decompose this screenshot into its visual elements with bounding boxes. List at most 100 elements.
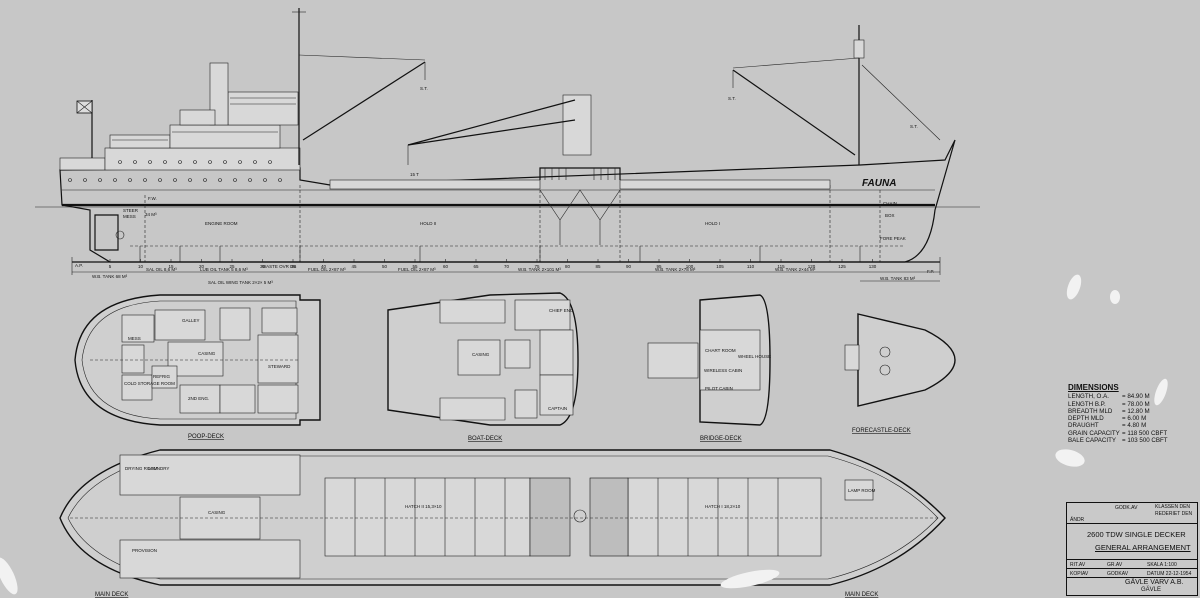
tank-label: FUEL OIL 2×87 M³: [308, 267, 346, 272]
dimension-row: LENGTH B.P.= 78.00 M: [1068, 401, 1188, 408]
dimension-key: BREADTH MLD: [1068, 407, 1113, 415]
room-label-wireless: WIRELESS CABIN: [704, 368, 742, 373]
frame-number: 70: [504, 264, 510, 269]
room-label-cold-storage: COLD STORAGE ROOM: [124, 381, 175, 386]
frame-number: 120: [808, 264, 816, 269]
frame-number: 45: [351, 264, 357, 269]
label-hold-1: HOLD I: [705, 221, 720, 226]
tb-ritat: RIT.AV: [1070, 562, 1086, 568]
frame-number: 65: [473, 264, 479, 269]
dimension-row: BREADTH MLD = 12.80 M: [1068, 408, 1188, 415]
tank-label: W.B. TANK 83 M³: [880, 276, 916, 281]
dimension-key: LENGTH B.P.: [1068, 400, 1106, 408]
frame-number: 35: [290, 264, 296, 269]
label-fp: F.P.: [927, 269, 934, 274]
boat-deck-plan: CHIEF ENG CAPTAIN CASING BOAT-DECK: [387, 292, 579, 442]
room-label-chief-eng: CHIEF ENG: [549, 308, 574, 313]
room-label-hatch-1: HATCH I 18,2×10: [705, 504, 741, 509]
room-label-captain: CAPTAIN: [548, 406, 567, 411]
room-label-steward: STEWARD: [268, 364, 291, 369]
label-engine-room: ENGINE ROOM: [205, 221, 238, 226]
frame-number: 105: [716, 264, 724, 269]
frame-number: 15: [168, 264, 174, 269]
frame-number: 125: [838, 264, 846, 269]
derrick-label-st1: S.T.: [420, 86, 428, 91]
label-fore-peak: FORE PEAK: [880, 236, 906, 241]
aft-superstructure: [59, 62, 301, 182]
dimension-row: DEPTH MLD = 6.00 M: [1068, 415, 1188, 422]
tank-label: W.B. TANK 2×78 M³: [655, 267, 696, 272]
frame-number: 10: [138, 264, 144, 269]
dimension-value: = 4.80 M: [1122, 422, 1147, 430]
label-box: BOX: [885, 213, 895, 218]
frame-number: 130: [869, 264, 877, 269]
deck-title-main-2: MAIN DECK: [845, 592, 878, 598]
dimension-value: = 6.00 M: [1122, 415, 1147, 423]
room-label-refrig: REFRIG: [153, 374, 171, 379]
room-label-main-casing: CASING: [208, 510, 226, 515]
profile-view: S.T. 15 T S.T. S.T. FAUNA ENGINE ROOM HO…: [35, 8, 980, 274]
main-deck-plan: DRYING ROOM LAUNDRY PROVISION CASING HAT…: [59, 449, 946, 598]
dimension-row: BALE CAPACITY = 103 500 CBFT: [1068, 437, 1188, 444]
derrick-label-15t: 15 T: [410, 172, 419, 177]
frame-number: 85: [595, 264, 601, 269]
room-label-casing: CASING: [198, 351, 216, 356]
tb-city: GÄVLE: [1141, 587, 1162, 593]
room-label-wheel-house: WHEEL HOUSE: [738, 354, 771, 359]
derrick-label-st2: S.T.: [728, 96, 736, 101]
dimension-value: = 12.80 M: [1122, 407, 1150, 415]
dimensions-title: DIMENSIONS: [1068, 383, 1119, 392]
dimension-key: BALE CAPACITY: [1068, 437, 1117, 445]
tb-datum: DATUM 22-12-1954: [1147, 571, 1192, 577]
label-fw: F.W.: [148, 196, 157, 201]
tank-label: W.B. TANK 68 M³: [92, 274, 128, 279]
tb-subtitle: GENERAL ARRANGEMENT: [1095, 543, 1191, 552]
room-label-galley: GALLEY: [182, 318, 200, 323]
bridge-deck-plan: CHART ROOM WHEEL HOUSE WIRELESS CABIN PI…: [647, 294, 771, 442]
deck-title-poop: POOP-DECK: [188, 434, 224, 440]
label-steer: STEER: [123, 208, 139, 213]
dimension-value: = 103 500 CBFT: [1122, 437, 1168, 445]
room-label-2nd-eng: 2ND ENG.: [188, 396, 209, 401]
forecastle-deck-plan: FORECASTLE-DECK: [844, 313, 956, 434]
frame-number: 80: [565, 264, 571, 269]
room-label-lamp: LAMP ROOM: [848, 488, 876, 493]
room-label-provision: PROVISION: [132, 548, 157, 553]
tank-label: W.B. TANK 2×101 M³: [518, 267, 561, 272]
frame-number: 115: [777, 264, 785, 269]
dimension-key: DEPTH MLD: [1068, 415, 1104, 423]
label-hold-2: HOLD II: [420, 221, 436, 226]
room-label-laundry: LAUNDRY: [148, 466, 169, 471]
deck-title-main: MAIN DECK: [95, 592, 128, 598]
dimension-value: = 84.90 M: [1122, 393, 1150, 401]
frame-number: 25: [229, 264, 235, 269]
tb-granskat: GR.AV: [1107, 562, 1123, 568]
tb-title: 2600 TDW SINGLE DECKER: [1087, 530, 1186, 539]
dimension-key: GRAIN CAPACITY: [1068, 429, 1120, 437]
label-ap: A.P.: [75, 263, 83, 268]
tb-godkand: GODKAV: [1107, 571, 1129, 577]
frame-number: 95: [656, 264, 662, 269]
frame-number: 5: [109, 264, 112, 269]
label-mess: MESS: [123, 214, 136, 219]
tb-godk: GODK.AV: [1115, 505, 1138, 511]
title-block: GODK.AV KLASSEN DEN REDERIET DEN ÄNDR 26…: [1066, 502, 1198, 596]
frame-number: 20: [199, 264, 205, 269]
tb-kopian: KOPIAV: [1070, 571, 1089, 577]
deck-title-bridge: BRIDGE-DECK: [700, 436, 742, 442]
room-label-hatch-2: HATCH II 15,3×10: [405, 504, 442, 509]
frame-number: 110: [747, 264, 755, 269]
room-label-chart-room: CHART ROOM: [705, 348, 736, 353]
dimension-row: DRAUGHT= 4.80 M: [1068, 422, 1188, 429]
frame-number: 40: [321, 264, 327, 269]
tb-company: GÄVLE VARV A.B.: [1125, 579, 1184, 586]
tank-strip: W.B. TANK 68 M³ SAL OIL 8,6 M³ LUB OIL T…: [72, 264, 940, 285]
tb-klassen: KLASSEN DEN: [1155, 504, 1191, 510]
frame-number: 75: [534, 264, 540, 269]
frame-number: 100: [686, 264, 694, 269]
room-label-pilot: PILOT CABIN: [705, 386, 733, 391]
dimension-row: LENGTH, O.A.= 84.90 M: [1068, 393, 1188, 400]
